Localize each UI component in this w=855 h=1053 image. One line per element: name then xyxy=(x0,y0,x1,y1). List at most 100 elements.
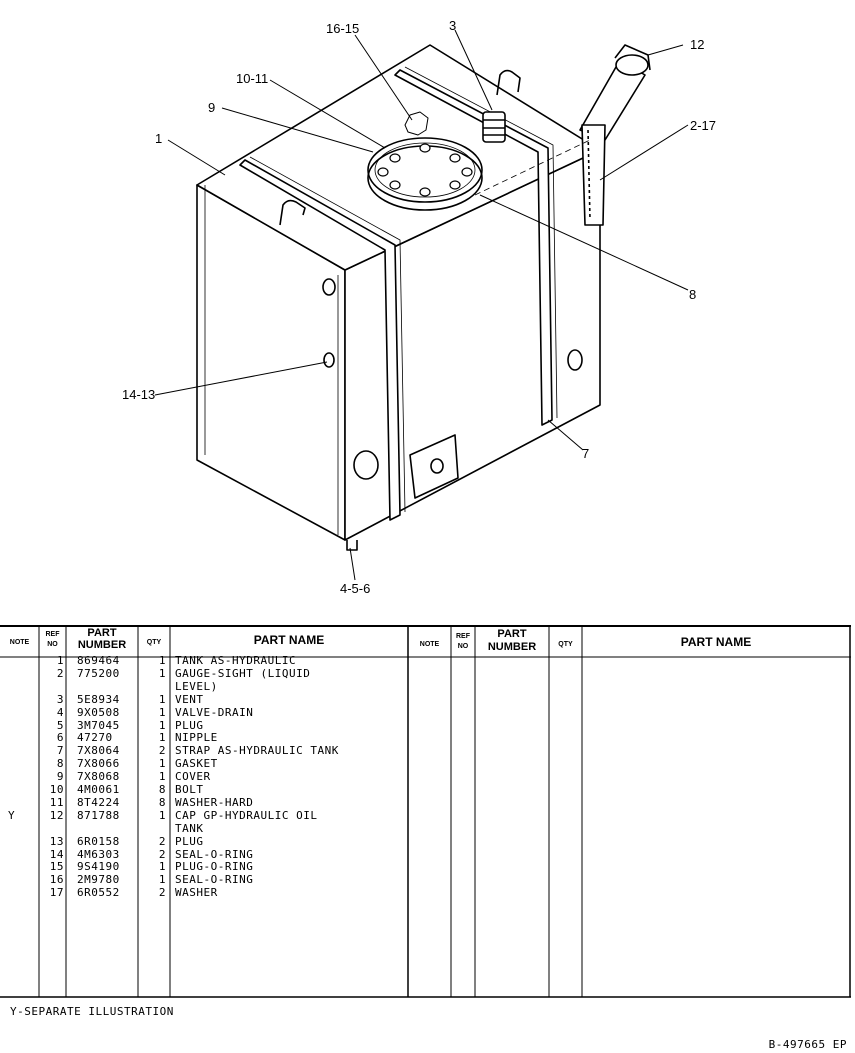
row-part-number: 8T4224 xyxy=(77,795,120,809)
row-qty: 1 xyxy=(158,873,166,887)
header-part-name-right: PART NAME xyxy=(680,635,752,649)
leader-lines xyxy=(154,29,689,581)
row-ref-no: 17 xyxy=(49,886,64,900)
row-ref-no: 7 xyxy=(56,744,64,758)
row-part-name: COVER xyxy=(175,770,211,784)
row-qty: 1 xyxy=(158,705,166,719)
header-note-left: NOTE xyxy=(9,639,30,646)
row-qty: 1 xyxy=(158,718,166,732)
row-part-number: 7X8068 xyxy=(77,770,120,784)
header-ref-left-top: REF xyxy=(45,631,60,638)
lifting-handle-right xyxy=(496,69,521,96)
row-part-number: 871788 xyxy=(77,808,120,822)
row-ref-no: 1 xyxy=(56,654,64,667)
row-ref-no: 4 xyxy=(56,705,64,719)
row-ref-no: 15 xyxy=(49,860,64,874)
port-upper xyxy=(322,278,336,296)
row-qty: 2 xyxy=(158,886,166,900)
document-id: B-497665 EP xyxy=(768,1038,847,1051)
callout-9: 9 xyxy=(208,100,215,115)
row-part-name: TANK AS-HYDRAULIC xyxy=(175,654,297,667)
header-qty-left: QTY xyxy=(146,639,162,646)
row-ref-no: 12 xyxy=(49,808,64,822)
row-part-number: 9X0508 xyxy=(77,705,120,719)
row-part-number: 7X8064 xyxy=(77,744,120,758)
row-part-number: 775200 xyxy=(77,666,120,680)
hydraulic-tank-illustration: 1 3 16-15 10-11 9 12 2-17 8 14-13 7 4-5-… xyxy=(122,18,716,596)
row-qty: 2 xyxy=(158,847,166,861)
row-part-number: 6R0158 xyxy=(77,834,120,848)
drain-valve xyxy=(346,540,358,551)
row-part-name: GASKET xyxy=(175,757,218,771)
row-note: Y xyxy=(8,808,16,822)
header-ref-left-bottom: NO xyxy=(47,641,58,648)
parts-table: NOTE REF NO PART NUMBER QTY PART NAME NO… xyxy=(0,625,851,998)
row-ref-no: 14 xyxy=(49,847,64,861)
callout-8: 8 xyxy=(689,287,696,302)
vent xyxy=(482,111,506,143)
row-ref-no: 5 xyxy=(56,718,64,732)
row-part-name: WASHER-HARD xyxy=(175,795,254,809)
row-part-number: 4M0061 xyxy=(77,783,120,796)
header-part-left-bottom: NUMBER xyxy=(77,639,127,651)
row-part-name: SEAL-O-RING xyxy=(175,847,254,861)
callout-10-11: 10-11 xyxy=(236,71,268,86)
row-part-name: VALVE-DRAIN xyxy=(175,705,254,719)
row-ref-no: 13 xyxy=(49,834,64,848)
row-qty: 1 xyxy=(158,666,166,680)
row-part-name: STRAP AS-HYDRAULIC TANK xyxy=(175,744,339,758)
row-part-name: SEAL-O-RING xyxy=(175,873,254,887)
row-qty: 1 xyxy=(158,654,166,667)
mounting-block xyxy=(409,434,459,499)
row-qty: 2 xyxy=(158,834,166,848)
lifting-handle-left xyxy=(279,199,306,226)
row-part-name: PLUG-O-RING xyxy=(175,860,254,874)
callout-12: 12 xyxy=(690,37,704,52)
row-part-name: PLUG xyxy=(175,718,204,732)
row-part-name: CAP GP-HYDRAULIC OIL TANK xyxy=(175,808,318,835)
callout-14-13: 14-13 xyxy=(122,387,155,402)
strap-left xyxy=(239,156,406,521)
row-part-number: 4M6303 xyxy=(77,847,120,861)
row-qty: 1 xyxy=(158,770,166,784)
footer-note: Y-SEPARATE ILLUSTRATION xyxy=(10,1005,174,1018)
row-qty: 1 xyxy=(158,757,166,771)
callout-4-5-6: 4-5-6 xyxy=(340,581,370,596)
callout-3: 3 xyxy=(449,18,456,33)
row-part-name: WASHER xyxy=(175,886,218,900)
cover-plate xyxy=(367,137,483,211)
port-lower xyxy=(323,352,335,368)
header-ref-right-bottom: NO xyxy=(457,643,469,650)
port-right xyxy=(567,349,583,371)
row-part-number: 5E8934 xyxy=(77,692,120,706)
header-part-right-bottom: NUMBER xyxy=(487,641,537,653)
row-part-number: 3M7045 xyxy=(77,718,120,732)
sight-gauge xyxy=(581,124,606,226)
row-ref-no: 3 xyxy=(56,692,64,706)
strap-right xyxy=(394,66,558,426)
row-ref-no: 10 xyxy=(49,783,64,796)
row-part-name: BOLT xyxy=(175,783,204,796)
header-part-right-top: PART xyxy=(497,628,527,640)
row-qty: 8 xyxy=(158,783,166,796)
row-ref-no: 11 xyxy=(49,795,64,809)
row-ref-no: 9 xyxy=(56,770,64,784)
callout-16-15: 16-15 xyxy=(326,21,359,36)
header-note-right: NOTE xyxy=(419,641,440,648)
row-ref-no: 8 xyxy=(56,757,64,771)
header-part-left-top: PART xyxy=(87,627,117,639)
row-qty: 2 xyxy=(158,744,166,758)
row-part-number: 6R0552 xyxy=(77,886,120,900)
row-ref-no: 16 xyxy=(49,873,64,887)
row-ref-no: 6 xyxy=(56,731,64,745)
row-part-name: VENT xyxy=(175,692,204,706)
row-part-number: 2M9780 xyxy=(77,873,120,887)
row-qty: 8 xyxy=(158,795,166,809)
header-qty-right: QTY xyxy=(558,641,573,648)
header-ref-right-top: REF xyxy=(456,633,470,640)
row-part-number: 47270 xyxy=(77,731,113,745)
row-part-name: GAUGE-SIGHT (LIQUID LEVEL) xyxy=(175,666,311,693)
callout-2-17: 2-17 xyxy=(690,118,716,133)
row-part-number: 7X8066 xyxy=(77,757,120,771)
callout-7: 7 xyxy=(582,446,589,461)
